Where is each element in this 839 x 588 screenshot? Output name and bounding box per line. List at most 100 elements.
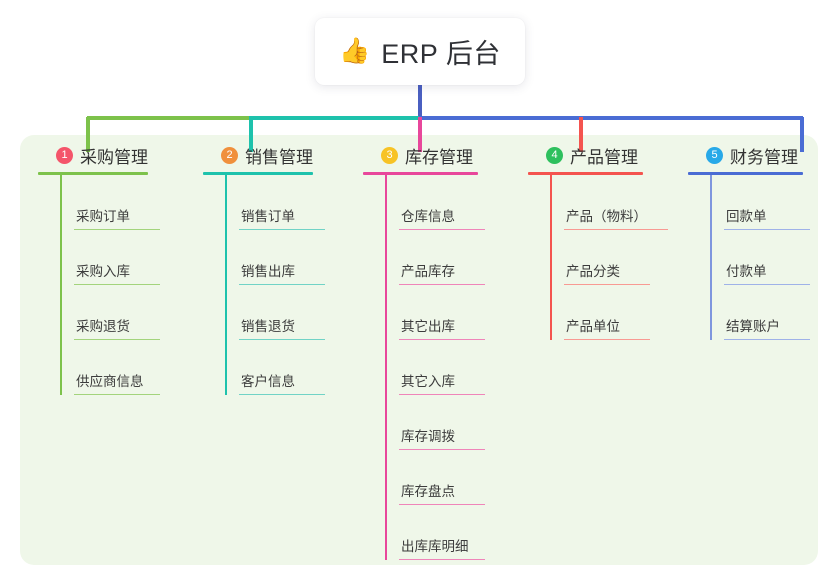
leaf-item[interactable]: 销售退货 <box>225 285 353 340</box>
leaf-label: 仓库信息 <box>401 208 455 224</box>
leaf-item[interactable]: 产品库存 <box>385 230 513 285</box>
leaf-rule <box>239 393 325 395</box>
leaf-rule <box>399 503 485 505</box>
leaf-rule <box>239 283 325 285</box>
leaf-label: 结算账户 <box>726 318 780 334</box>
leaf-rule <box>239 338 325 340</box>
leaf-rule <box>564 228 668 230</box>
branch-badge-2: 2 <box>221 146 238 164</box>
branch-header-4[interactable]: 4 产品管理 <box>528 143 678 167</box>
leaf-label: 销售订单 <box>241 208 295 224</box>
branch-items-5: 回款单 付款单 结算账户 <box>688 175 818 340</box>
leaf-rule <box>399 228 485 230</box>
branch-rule-4 <box>528 172 643 175</box>
leaf-item[interactable]: 出库库明细 <box>385 505 513 560</box>
leaf-item[interactable]: 产品（物料） <box>550 175 678 230</box>
leaf-label: 其它入库 <box>401 373 455 389</box>
branch-header-5[interactable]: 5 财务管理 <box>688 143 818 167</box>
branch-title-1: 采购管理 <box>80 147 148 167</box>
leaf-label: 产品库存 <box>401 263 455 279</box>
leaf-rule <box>74 338 160 340</box>
branch-badge-1: 1 <box>56 146 73 164</box>
branch-column-1: 1 采购管理 采购订单 采购入库 采购退货 供应商信息 <box>38 143 188 395</box>
leaf-item[interactable]: 结算账户 <box>710 285 818 340</box>
leaf-label: 采购入库 <box>76 263 130 279</box>
branch-spine-4 <box>550 175 552 340</box>
leaf-rule <box>399 283 485 285</box>
leaf-item[interactable]: 采购入库 <box>60 230 188 285</box>
leaf-label: 采购退货 <box>76 318 130 334</box>
branch-badge-5: 5 <box>706 146 723 164</box>
leaf-label: 采购订单 <box>76 208 130 224</box>
branch-panel-background <box>20 135 818 565</box>
leaf-rule <box>74 393 160 395</box>
leaf-label: 供应商信息 <box>76 373 144 389</box>
root-node[interactable]: 👍 ERP 后台 <box>315 18 525 85</box>
branch-spine-5 <box>710 175 712 340</box>
leaf-label: 出库库明细 <box>401 538 469 554</box>
leaf-rule <box>564 338 650 340</box>
leaf-label: 销售出库 <box>241 263 295 279</box>
leaf-label: 其它出库 <box>401 318 455 334</box>
leaf-item[interactable]: 客户信息 <box>225 340 353 395</box>
leaf-label: 产品（物料） <box>566 208 647 224</box>
leaf-item[interactable]: 产品单位 <box>550 285 678 340</box>
leaf-item[interactable]: 产品分类 <box>550 230 678 285</box>
branch-items-4: 产品（物料） 产品分类 产品单位 <box>528 175 678 340</box>
branch-badge-4: 4 <box>546 146 563 164</box>
leaf-rule <box>564 283 650 285</box>
leaf-rule <box>399 558 485 560</box>
branch-header-2[interactable]: 2 销售管理 <box>203 143 353 167</box>
leaf-rule <box>399 338 485 340</box>
leaf-rule <box>399 448 485 450</box>
branch-title-2: 销售管理 <box>245 147 313 167</box>
leaf-label: 付款单 <box>726 263 767 279</box>
branch-badge-3: 3 <box>381 146 398 164</box>
leaf-rule <box>724 283 810 285</box>
branch-rule-2 <box>203 172 313 175</box>
branch-header-3[interactable]: 3 库存管理 <box>363 143 513 167</box>
leaf-label: 产品单位 <box>566 318 620 334</box>
leaf-label: 库存调拨 <box>401 428 455 444</box>
branch-spine-3 <box>385 175 387 560</box>
leaf-rule <box>399 393 485 395</box>
leaf-item[interactable]: 采购退货 <box>60 285 188 340</box>
branch-title-3: 库存管理 <box>405 147 473 167</box>
leaf-item[interactable]: 库存盘点 <box>385 450 513 505</box>
leaf-item[interactable]: 回款单 <box>710 175 818 230</box>
branch-title-4: 产品管理 <box>570 147 638 167</box>
branch-column-4: 4 产品管理 产品（物料） 产品分类 产品单位 <box>528 143 678 340</box>
branch-title-5: 财务管理 <box>730 147 798 167</box>
leaf-rule <box>74 283 160 285</box>
branch-rule-5 <box>688 172 803 175</box>
branch-column-3: 3 库存管理 仓库信息 产品库存 其它出库 其它入库 库存调拨 <box>363 143 513 560</box>
branch-header-1[interactable]: 1 采购管理 <box>38 143 188 167</box>
leaf-item[interactable]: 库存调拨 <box>385 395 513 450</box>
branch-rule-3 <box>363 172 478 175</box>
leaf-rule <box>724 228 810 230</box>
leaf-item[interactable]: 付款单 <box>710 230 818 285</box>
leaf-item[interactable]: 采购订单 <box>60 175 188 230</box>
leaf-rule <box>239 228 325 230</box>
branch-items-3: 仓库信息 产品库存 其它出库 其它入库 库存调拨 库存盘点 <box>363 175 513 560</box>
leaf-item[interactable]: 其它出库 <box>385 285 513 340</box>
branch-rule-1 <box>38 172 148 175</box>
leaf-item[interactable]: 销售出库 <box>225 230 353 285</box>
leaf-item[interactable]: 销售订单 <box>225 175 353 230</box>
leaf-label: 产品分类 <box>566 263 620 279</box>
leaf-item[interactable]: 供应商信息 <box>60 340 188 395</box>
leaf-rule <box>74 228 160 230</box>
leaf-label: 库存盘点 <box>401 483 455 499</box>
branch-items-2: 销售订单 销售出库 销售退货 客户信息 <box>203 175 353 395</box>
branch-spine-1 <box>60 175 62 395</box>
leaf-label: 回款单 <box>726 208 767 224</box>
leaf-item[interactable]: 其它入库 <box>385 340 513 395</box>
leaf-label: 客户信息 <box>241 373 295 389</box>
branch-spine-2 <box>225 175 227 395</box>
branch-column-2: 2 销售管理 销售订单 销售出库 销售退货 客户信息 <box>203 143 353 395</box>
leaf-label: 销售退货 <box>241 318 295 334</box>
branch-column-5: 5 财务管理 回款单 付款单 结算账户 <box>688 143 818 340</box>
leaf-rule <box>724 338 810 340</box>
leaf-item[interactable]: 仓库信息 <box>385 175 513 230</box>
